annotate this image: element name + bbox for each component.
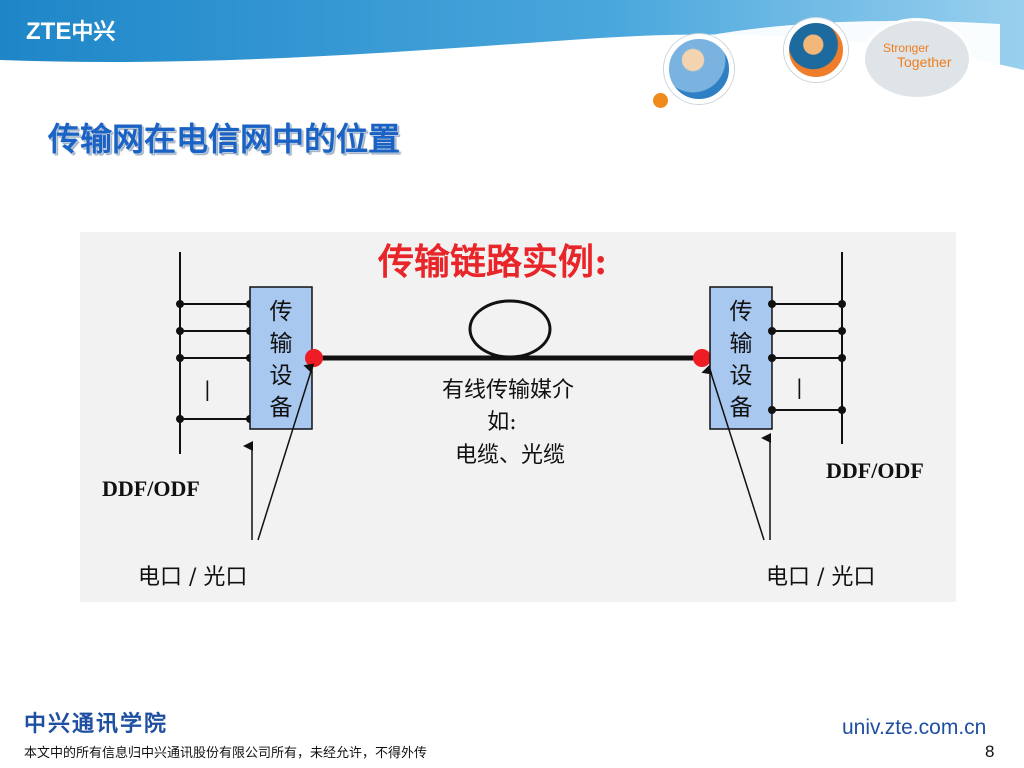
tagline-line2: Together xyxy=(897,54,952,70)
left-separator-mark: | xyxy=(204,377,211,401)
logo-latin: ZTE xyxy=(26,18,72,45)
left-device-char-2: 输 xyxy=(270,331,293,357)
orange-dot xyxy=(653,93,668,108)
footer-org-name: 中兴通讯学院 xyxy=(24,711,169,737)
header-photo-left xyxy=(664,34,734,104)
right-arrow-endpoint xyxy=(701,364,765,541)
right-device-char-3: 设 xyxy=(730,363,753,389)
right-ddf-dots xyxy=(768,300,846,414)
right-device-label: 传 输 设 备 xyxy=(730,299,753,421)
left-device-char-1: 传 xyxy=(270,299,293,325)
medium-line-1: 有线传输媒介 xyxy=(442,378,574,403)
medium-line-2: 如: xyxy=(487,410,516,435)
left-port-label: 电口 / 光口 xyxy=(138,565,247,590)
right-port-endpoint xyxy=(693,349,711,367)
zte-logo: ZTE中兴 xyxy=(26,14,115,46)
port-arrows xyxy=(243,363,771,541)
medium-line-3: 电缆、光缆 xyxy=(455,443,565,468)
right-port-label: 电口 / 光口 xyxy=(766,565,875,590)
medium-description: 有线传输媒介 如: 电缆、光缆 xyxy=(442,378,574,468)
right-device-char-2: 输 xyxy=(730,331,753,357)
left-ddf-odf-label: DDF/ODF xyxy=(102,476,200,501)
diagram-heading: 传输链路实例: xyxy=(377,241,607,283)
page-title: 传输网在电信网中的位置 xyxy=(48,120,401,158)
logo-cn: 中兴 xyxy=(71,19,116,44)
footer-copyright-notice: 本文中的所有信息归中兴通讯股份有限公司所有，未经允许，不得外传 xyxy=(24,746,428,761)
cable-loop xyxy=(468,299,552,359)
left-arrow-endpoint xyxy=(257,363,315,541)
diagram-panel: 传输链路实例: | 传 输 设 备 有线传 xyxy=(80,232,956,602)
right-transmission-device xyxy=(709,286,773,430)
header-photo-right xyxy=(784,18,848,82)
left-port-endpoint xyxy=(305,349,323,367)
right-separator-mark: | xyxy=(796,375,803,399)
page-number: 8 xyxy=(985,742,995,761)
left-device-char-4: 备 xyxy=(270,395,293,421)
left-ddf-connections xyxy=(180,303,250,420)
tagline-badge: Stronger Together xyxy=(862,18,972,100)
footer-url[interactable]: univ.zte.com.cn xyxy=(842,716,987,739)
transmission-link-diagram: 传输链路实例: | 传 输 设 备 有线传 xyxy=(102,241,924,590)
right-ddf-connections xyxy=(772,303,842,411)
left-device-char-3: 设 xyxy=(270,363,293,389)
tagline-line1: Stronger xyxy=(883,41,930,55)
left-device-label: 传 输 设 备 xyxy=(270,299,293,421)
right-device-char-4: 备 xyxy=(730,395,753,421)
right-ddf-odf-label: DDF/ODF xyxy=(826,458,924,483)
right-device-char-1: 传 xyxy=(730,299,753,325)
left-ddf-dots xyxy=(176,300,254,423)
